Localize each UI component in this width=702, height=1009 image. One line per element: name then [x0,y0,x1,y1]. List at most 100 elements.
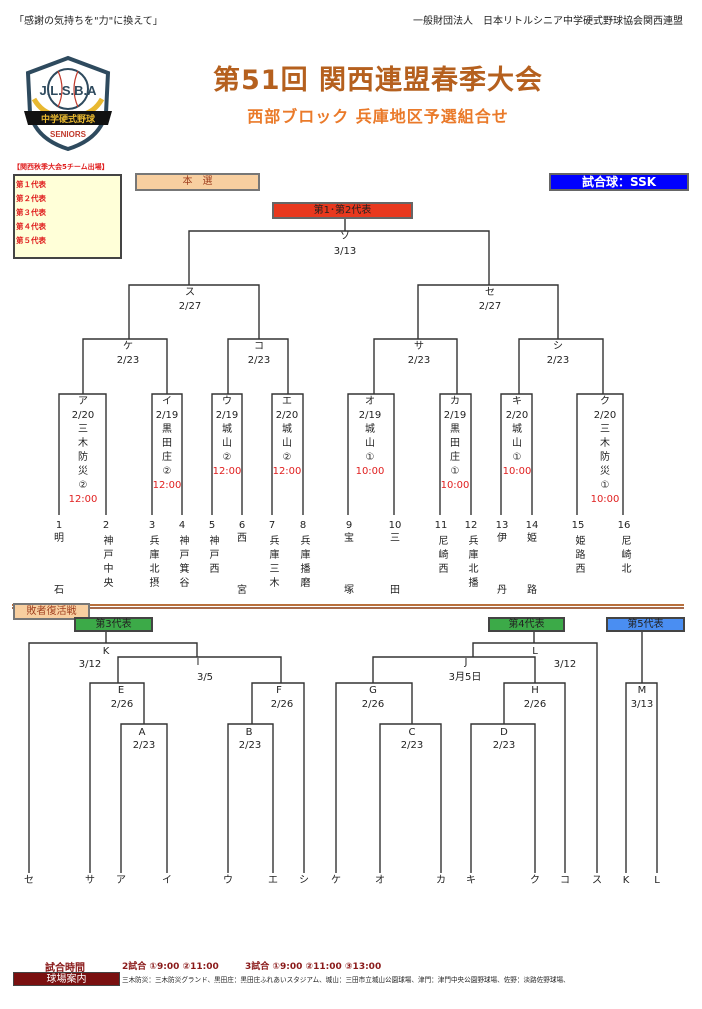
match-se-date: 2/27 [478,301,502,312]
match-g-date: 2/26 [361,699,385,710]
match-c-id: C [408,727,416,738]
match-se-id: セ [485,287,495,298]
char: 山 [364,438,375,449]
team-number: 4 [178,520,186,531]
team-number: 16 [617,520,631,531]
representatives-panel: 第１代表 第２代表 第３代表 第４代表 第５代表 [13,174,122,259]
repechage-entrant: イ [162,875,172,886]
match-so-id: ソ [340,231,350,242]
repechage-entrant: ア [116,875,126,886]
team-name: 伊丹 [497,533,507,597]
char: 城 [364,424,375,435]
svg-text:中学硬式野球: 中学硬式野球 [41,113,96,125]
char: 路 [526,585,537,596]
repechage-entrant: サ [85,875,95,886]
team-number: 10 [388,520,402,531]
team-number: 1 [55,520,63,531]
rep-item-1: 第１代表 [16,180,46,189]
char: 山 [221,438,232,449]
venue-guide-label: 球場案内 [13,972,120,986]
team-name: 尼崎北 [618,535,630,577]
match-time: 10:00 [355,466,385,477]
team: 1 明石 [54,520,64,597]
team-number: 6 [238,520,246,531]
match-ball-label: 試合球：SSK [549,173,689,191]
match-su-id: ス [185,287,195,298]
match-b-date: 2/23 [238,740,262,751]
two-game-times: 2試合 ①9:00 ②11:00 [122,962,219,972]
team-name: 兵庫播磨 [298,535,309,591]
match-d-date: 2/23 [492,740,516,751]
match-date: 2/20 [593,410,617,421]
team-number: 5 [208,520,216,531]
repechage-entrant: L [654,875,660,886]
team-number: 13 [495,520,509,531]
repechage-entrant: キ [466,875,476,886]
team: 6 西宮 [237,520,247,597]
char: 山 [511,438,522,449]
char: 防 [599,452,610,463]
match-so-date: 3/13 [333,246,357,257]
match-l-id: L [532,646,538,657]
char: 宮 [237,585,247,596]
match-ko-date: 2/23 [247,355,271,366]
match-g-id: G [369,685,377,696]
team-name: 兵庫三木 [267,535,278,591]
repechage-entrant: ク [530,875,540,886]
match-m-date: 3/13 [630,699,654,710]
char: 田 [449,438,460,449]
team-name: 西宮 [237,533,247,597]
match-id: イ [161,396,172,407]
char: 伊 [496,533,507,544]
match-e-id: E [117,685,125,696]
team-name: 神戸中央 [101,535,112,591]
team-name: 兵庫北播 [465,535,477,591]
repechage-entrant: オ [375,875,385,886]
team-name: 姫路 [527,533,537,597]
team: 8 兵庫播磨 [297,520,309,591]
team-name: 宝塚 [344,533,354,597]
match-b-id: B [245,727,253,738]
match-time: 12:00 [272,466,302,477]
char: 三 [389,533,400,544]
repechage-entrant: コ [560,875,570,886]
match-date: 2/19 [215,410,239,421]
team-number: 8 [299,520,307,531]
match-ke-id: ケ [123,341,133,352]
char: 黒 [449,424,460,435]
match-venue: 城山 [222,423,232,451]
match-slot: ② [162,466,172,477]
char: 三 [77,424,88,435]
match-a-id: A [138,727,146,738]
match-slot: ② [222,452,232,463]
char: 城 [281,424,292,435]
svg-text:J.L.S.B.A: J.L.S.B.A [39,83,97,98]
representatives-heading: 【関西秋季大会5チーム出場】 [13,163,109,171]
svg-text:SENIORS: SENIORS [50,130,87,139]
team-name: 明石 [54,533,64,597]
match-venue: 黒田庄 [450,423,460,465]
match-time: 10:00 [440,480,470,491]
repechage-entrant: セ [24,875,34,886]
rep5-label: 第5代表 [606,617,685,632]
team-name: 三田 [390,533,400,597]
repechage-entrant: ケ [331,875,341,886]
match-date: 2/20 [505,410,529,421]
match-date: 2/19 [155,410,179,421]
rep3-label: 第3代表 [74,617,153,632]
match-id: ウ [221,396,232,407]
match-venue: 城山 [365,423,375,451]
match-f-id: F [276,685,282,696]
match-h-id: H [531,685,539,696]
match-slot: ② [282,452,292,463]
match-time: 12:00 [212,466,242,477]
team: 13 伊丹 [496,520,509,597]
